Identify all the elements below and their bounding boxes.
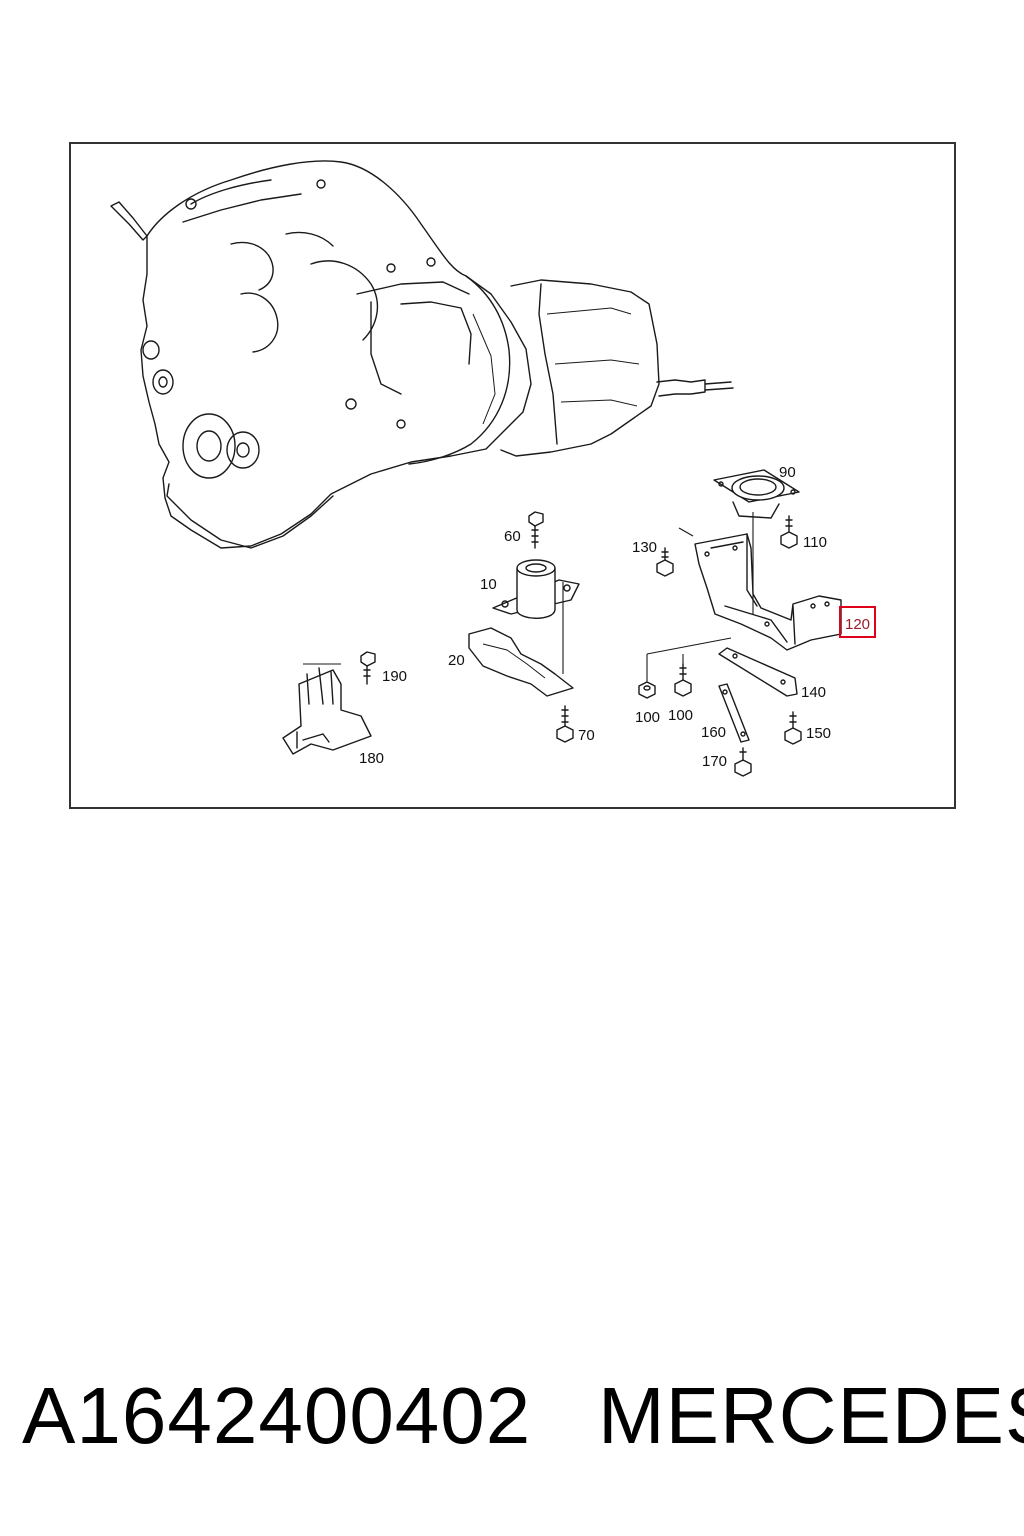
footer-caption: A1642400402 MERCEDES (0, 1370, 1024, 1480)
part-10-engine-mount (492, 559, 580, 619)
callout-90: 90 (779, 464, 796, 481)
part-140-strap (718, 647, 798, 697)
bolt-60 (528, 511, 544, 549)
bolt-110 (780, 515, 798, 549)
bolt-100b (674, 663, 692, 697)
callout-labels: 10 20 60 70 90 100 100 110 120 130 140 1… (359, 464, 876, 770)
callout-70: 70 (578, 727, 595, 744)
part-120-crossmember-bracket (694, 533, 842, 651)
part-20-heat-shield (468, 627, 574, 697)
bolt-190 (360, 651, 376, 685)
callout-20: 20 (448, 652, 465, 669)
parts-diagram-frame: 10 20 60 70 90 100 100 110 120 130 140 1… (69, 142, 956, 809)
part-90-transmission-mount (713, 469, 800, 519)
callout-60: 60 (504, 528, 521, 545)
part-number: A1642400402 (22, 1371, 532, 1460)
callout-100a: 100 (635, 709, 660, 726)
callout-140: 140 (801, 684, 826, 701)
bolt-70 (556, 705, 574, 743)
callout-120-highlight-box (839, 606, 876, 638)
leader-lines (303, 512, 754, 682)
callout-170: 170 (702, 753, 727, 770)
brand-name: MERCEDES (598, 1371, 1024, 1460)
callout-10: 10 (480, 576, 497, 593)
callout-190: 190 (382, 668, 407, 685)
callout-150: 150 (806, 725, 831, 742)
bolt-150 (784, 711, 802, 745)
engine-transmission-drawing (110, 160, 734, 549)
callout-180: 180 (359, 750, 384, 767)
part-160-strap (718, 683, 750, 743)
callout-100b: 100 (668, 707, 693, 724)
nut-100a (638, 681, 656, 699)
part-180-bracket (282, 667, 372, 755)
parts-diagram: 10 20 60 70 90 100 100 110 120 130 140 1… (110, 160, 876, 777)
bolt-170 (734, 747, 752, 777)
callout-160: 160 (701, 724, 726, 741)
callout-130: 130 (632, 539, 657, 556)
callout-120: 120 (845, 616, 870, 633)
bolt-130 (656, 547, 674, 577)
callout-110: 110 (803, 534, 827, 551)
